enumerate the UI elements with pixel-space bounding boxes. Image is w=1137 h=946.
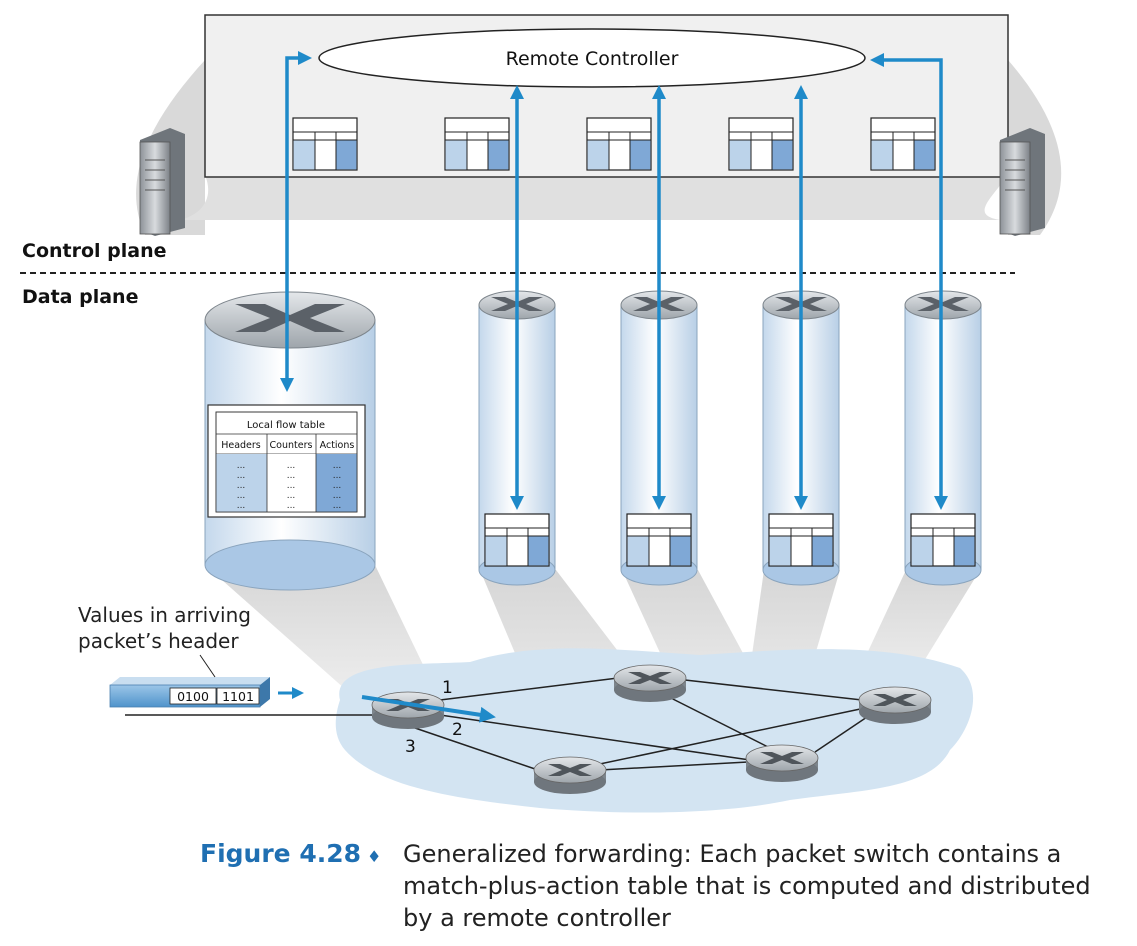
diamond-icon: ♦ — [367, 847, 382, 866]
switch-flow-table-4 — [768, 513, 834, 567]
router-icon-4 — [533, 756, 607, 794]
switch-flow-table-5 — [910, 513, 976, 567]
packet-label-line1: Values in arriving — [78, 603, 251, 627]
packet-field-1: 0100 — [177, 689, 209, 704]
column-headers: Headers — [221, 440, 261, 451]
flow-table-cell: ... — [237, 501, 246, 511]
arriving-packet: 0100 1101 — [109, 654, 304, 708]
flow-table-cell: ... — [287, 501, 296, 511]
flow-table-cell: ... — [287, 491, 296, 501]
controller-flow-table-2 — [444, 117, 510, 171]
caption-text: Generalized forwarding: Each packet swit… — [403, 840, 1091, 932]
flow-table-cell: ... — [287, 461, 296, 471]
flow-table-cell: ... — [287, 481, 296, 491]
router-icon-5 — [745, 744, 819, 782]
packet-field-2: 1101 — [222, 689, 254, 704]
router-icon-3 — [858, 686, 932, 724]
port-label-3: 3 — [405, 737, 416, 757]
column-counters: Counters — [270, 440, 313, 451]
router-icon-1 — [371, 691, 445, 729]
packet-switches-small — [478, 290, 982, 586]
local-flow-table-title: Local flow table — [247, 420, 325, 431]
port-label-2: 2 — [452, 720, 463, 740]
flow-table-cell: ... — [333, 481, 342, 491]
controller-link-1 — [280, 51, 312, 392]
controller-link-5 — [870, 53, 948, 510]
forwarding-arrow — [361, 695, 496, 723]
controller-flow-table-1 — [292, 117, 358, 171]
switch-flow-table-2 — [484, 513, 550, 567]
flow-table-cell: ... — [237, 491, 246, 501]
switch-flow-table-3 — [626, 513, 692, 567]
flow-table-cell: ... — [237, 481, 246, 491]
flow-table-cell: ... — [333, 471, 342, 481]
flow-table-cells: ........................................… — [237, 461, 342, 511]
server-icon-right — [999, 128, 1045, 236]
column-actions: Actions — [320, 440, 355, 451]
packet-label-line2: packet’s header — [78, 629, 239, 653]
flow-table-cell: ... — [237, 461, 246, 471]
flow-table-cell: ... — [237, 471, 246, 481]
remote-controller — [318, 28, 866, 88]
control-plane-label: Control plane — [22, 240, 167, 262]
router-icon-2 — [613, 664, 687, 702]
flow-table-cell: ... — [333, 501, 342, 511]
data-plane-label: Data plane — [22, 286, 139, 308]
flow-table-cell: ... — [287, 471, 296, 481]
figure-number: Figure 4.28 — [200, 839, 362, 868]
controller-flow-table-4 — [728, 117, 794, 171]
port-label-1: 1 — [442, 678, 453, 698]
flow-table-cell: ... — [333, 461, 342, 471]
local-flow-table: Local flow table Headers Counters Action… — [207, 404, 366, 518]
network-routers — [371, 664, 932, 794]
controller-links — [280, 51, 948, 510]
packet-switch-5 — [904, 290, 982, 586]
remote-controller-label: Remote Controller — [506, 48, 679, 70]
controller-flow-table-5 — [870, 117, 936, 171]
server-icon-left — [139, 128, 185, 236]
flow-table-cell: ... — [333, 491, 342, 501]
control-plane-floor — [180, 175, 1008, 220]
controller-flow-table-3 — [586, 117, 652, 171]
